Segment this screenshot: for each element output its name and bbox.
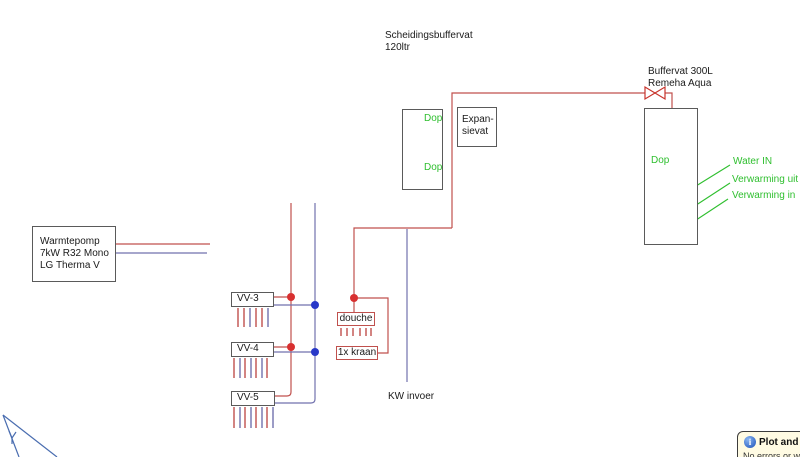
shower-spray-icon — [340, 328, 372, 336]
scheidingsbuffervat-title: Scheidingsbuffervat 120ltr — [385, 30, 473, 54]
verwarming-uit-label: Verwarming uit — [732, 174, 799, 185]
red-pipes — [115, 92, 673, 397]
douche-label: douche — [339, 313, 373, 324]
vv4-box: VV-4 — [231, 342, 274, 357]
vv5-label: VV-5 — [237, 392, 259, 403]
buffervat-title-line2: Remeha Aqua — [648, 78, 712, 89]
info-icon: i — [744, 436, 756, 448]
expansievat-label-line2: sievat — [462, 126, 489, 137]
dop-label-tank-bottom: Dop — [424, 162, 443, 173]
buffervat-tank — [644, 108, 698, 245]
kraan-box: 1x kraan — [336, 346, 378, 360]
scheidingsbuffervat-title-line1: Scheidingsbuffervat — [385, 30, 473, 41]
expansievat-label-line1: Expan- — [462, 114, 494, 125]
scheidingsbuffervat-tank — [402, 109, 443, 190]
buffervat-title-line1: Buffervat 300L — [648, 66, 713, 77]
warmtepomp-box: Warmtepomp 7kW R32 Mono LG Therma V — [32, 226, 116, 282]
vv4-label: VV-4 — [237, 343, 259, 354]
plot-notification-message: No errors or warn — [743, 451, 800, 457]
warmtepomp-label-line1: Warmtepomp — [40, 236, 100, 247]
warmtepomp-label-line3: LG Therma V — [40, 260, 100, 271]
valve-icon — [644, 85, 666, 101]
scheidingsbuffervat-title-line2: 120ltr — [385, 42, 411, 53]
buffervat-title: Buffervat 300L Remeha Aqua — [648, 66, 713, 90]
radiator-comb-vv3 — [237, 308, 269, 327]
radiator-comb-vv4 — [233, 358, 268, 378]
plot-notification-title[interactable]: Plot and Publ — [759, 437, 800, 448]
warmtepomp-label-line2: 7kW R32 Mono — [40, 248, 109, 259]
verwarming-in-label: Verwarming in — [732, 190, 796, 201]
vv3-box: VV-3 — [231, 292, 274, 307]
douche-box: douche — [337, 312, 375, 326]
water-in-label: Water IN — [733, 156, 773, 167]
kw-invoer-label: KW invoer — [388, 391, 435, 402]
dop-label-tank-top: Dop — [424, 113, 443, 124]
vv3-label: VV-3 — [237, 293, 259, 304]
vv5-box: VV-5 — [231, 391, 275, 406]
ucs-triangle-icon — [2, 414, 58, 457]
pipe-junction-dots — [287, 293, 358, 356]
expansievat-box: Expan- sievat — [457, 107, 497, 147]
radiator-comb-vv5 — [233, 407, 274, 428]
tank-ports — [405, 121, 682, 236]
kraan-label: 1x kraan — [337, 347, 377, 358]
blue-pipes — [115, 203, 408, 404]
plot-notification-balloon[interactable]: i Plot and Publ No errors or warn — [737, 431, 800, 457]
dop-label-buffer: Dop — [651, 155, 670, 166]
